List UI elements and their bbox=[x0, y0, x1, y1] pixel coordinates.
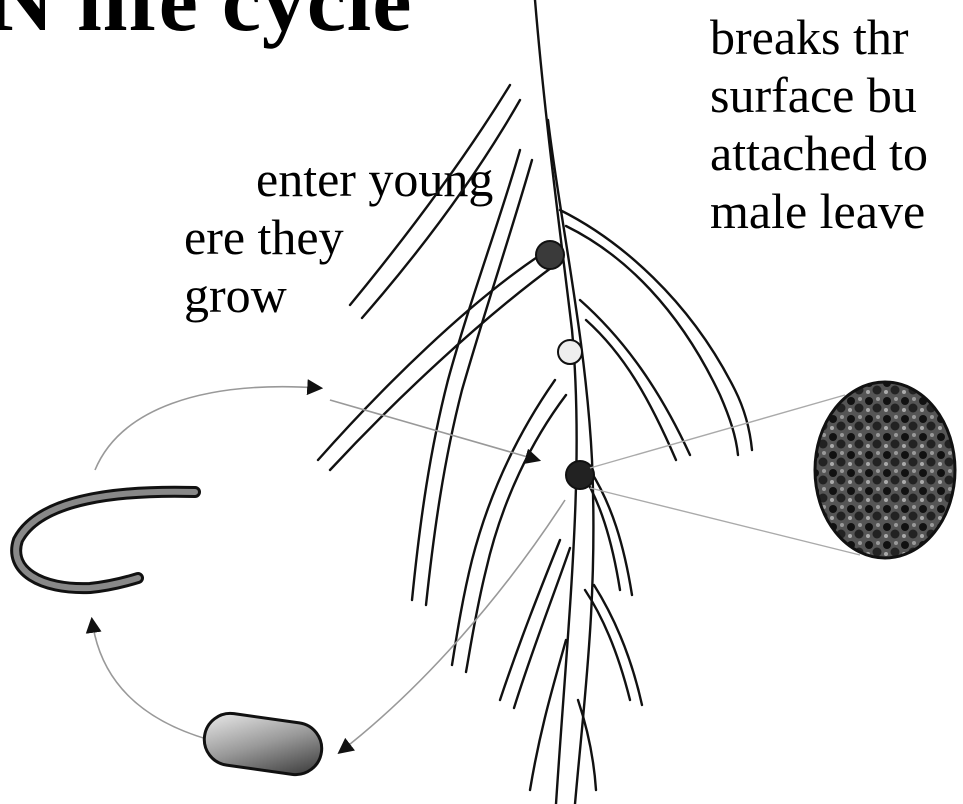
cyst-young-icon bbox=[558, 340, 582, 364]
cyst-mature-icon bbox=[566, 461, 594, 489]
plant-branches bbox=[318, 85, 752, 790]
cyst-dark-icon bbox=[536, 241, 564, 269]
egg-icon bbox=[201, 710, 325, 778]
life-cycle-arrows bbox=[92, 387, 565, 752]
juvenile-nematode-icon bbox=[16, 492, 195, 588]
plant-stem bbox=[535, 0, 593, 804]
magnified-cyst-icon bbox=[815, 382, 955, 558]
